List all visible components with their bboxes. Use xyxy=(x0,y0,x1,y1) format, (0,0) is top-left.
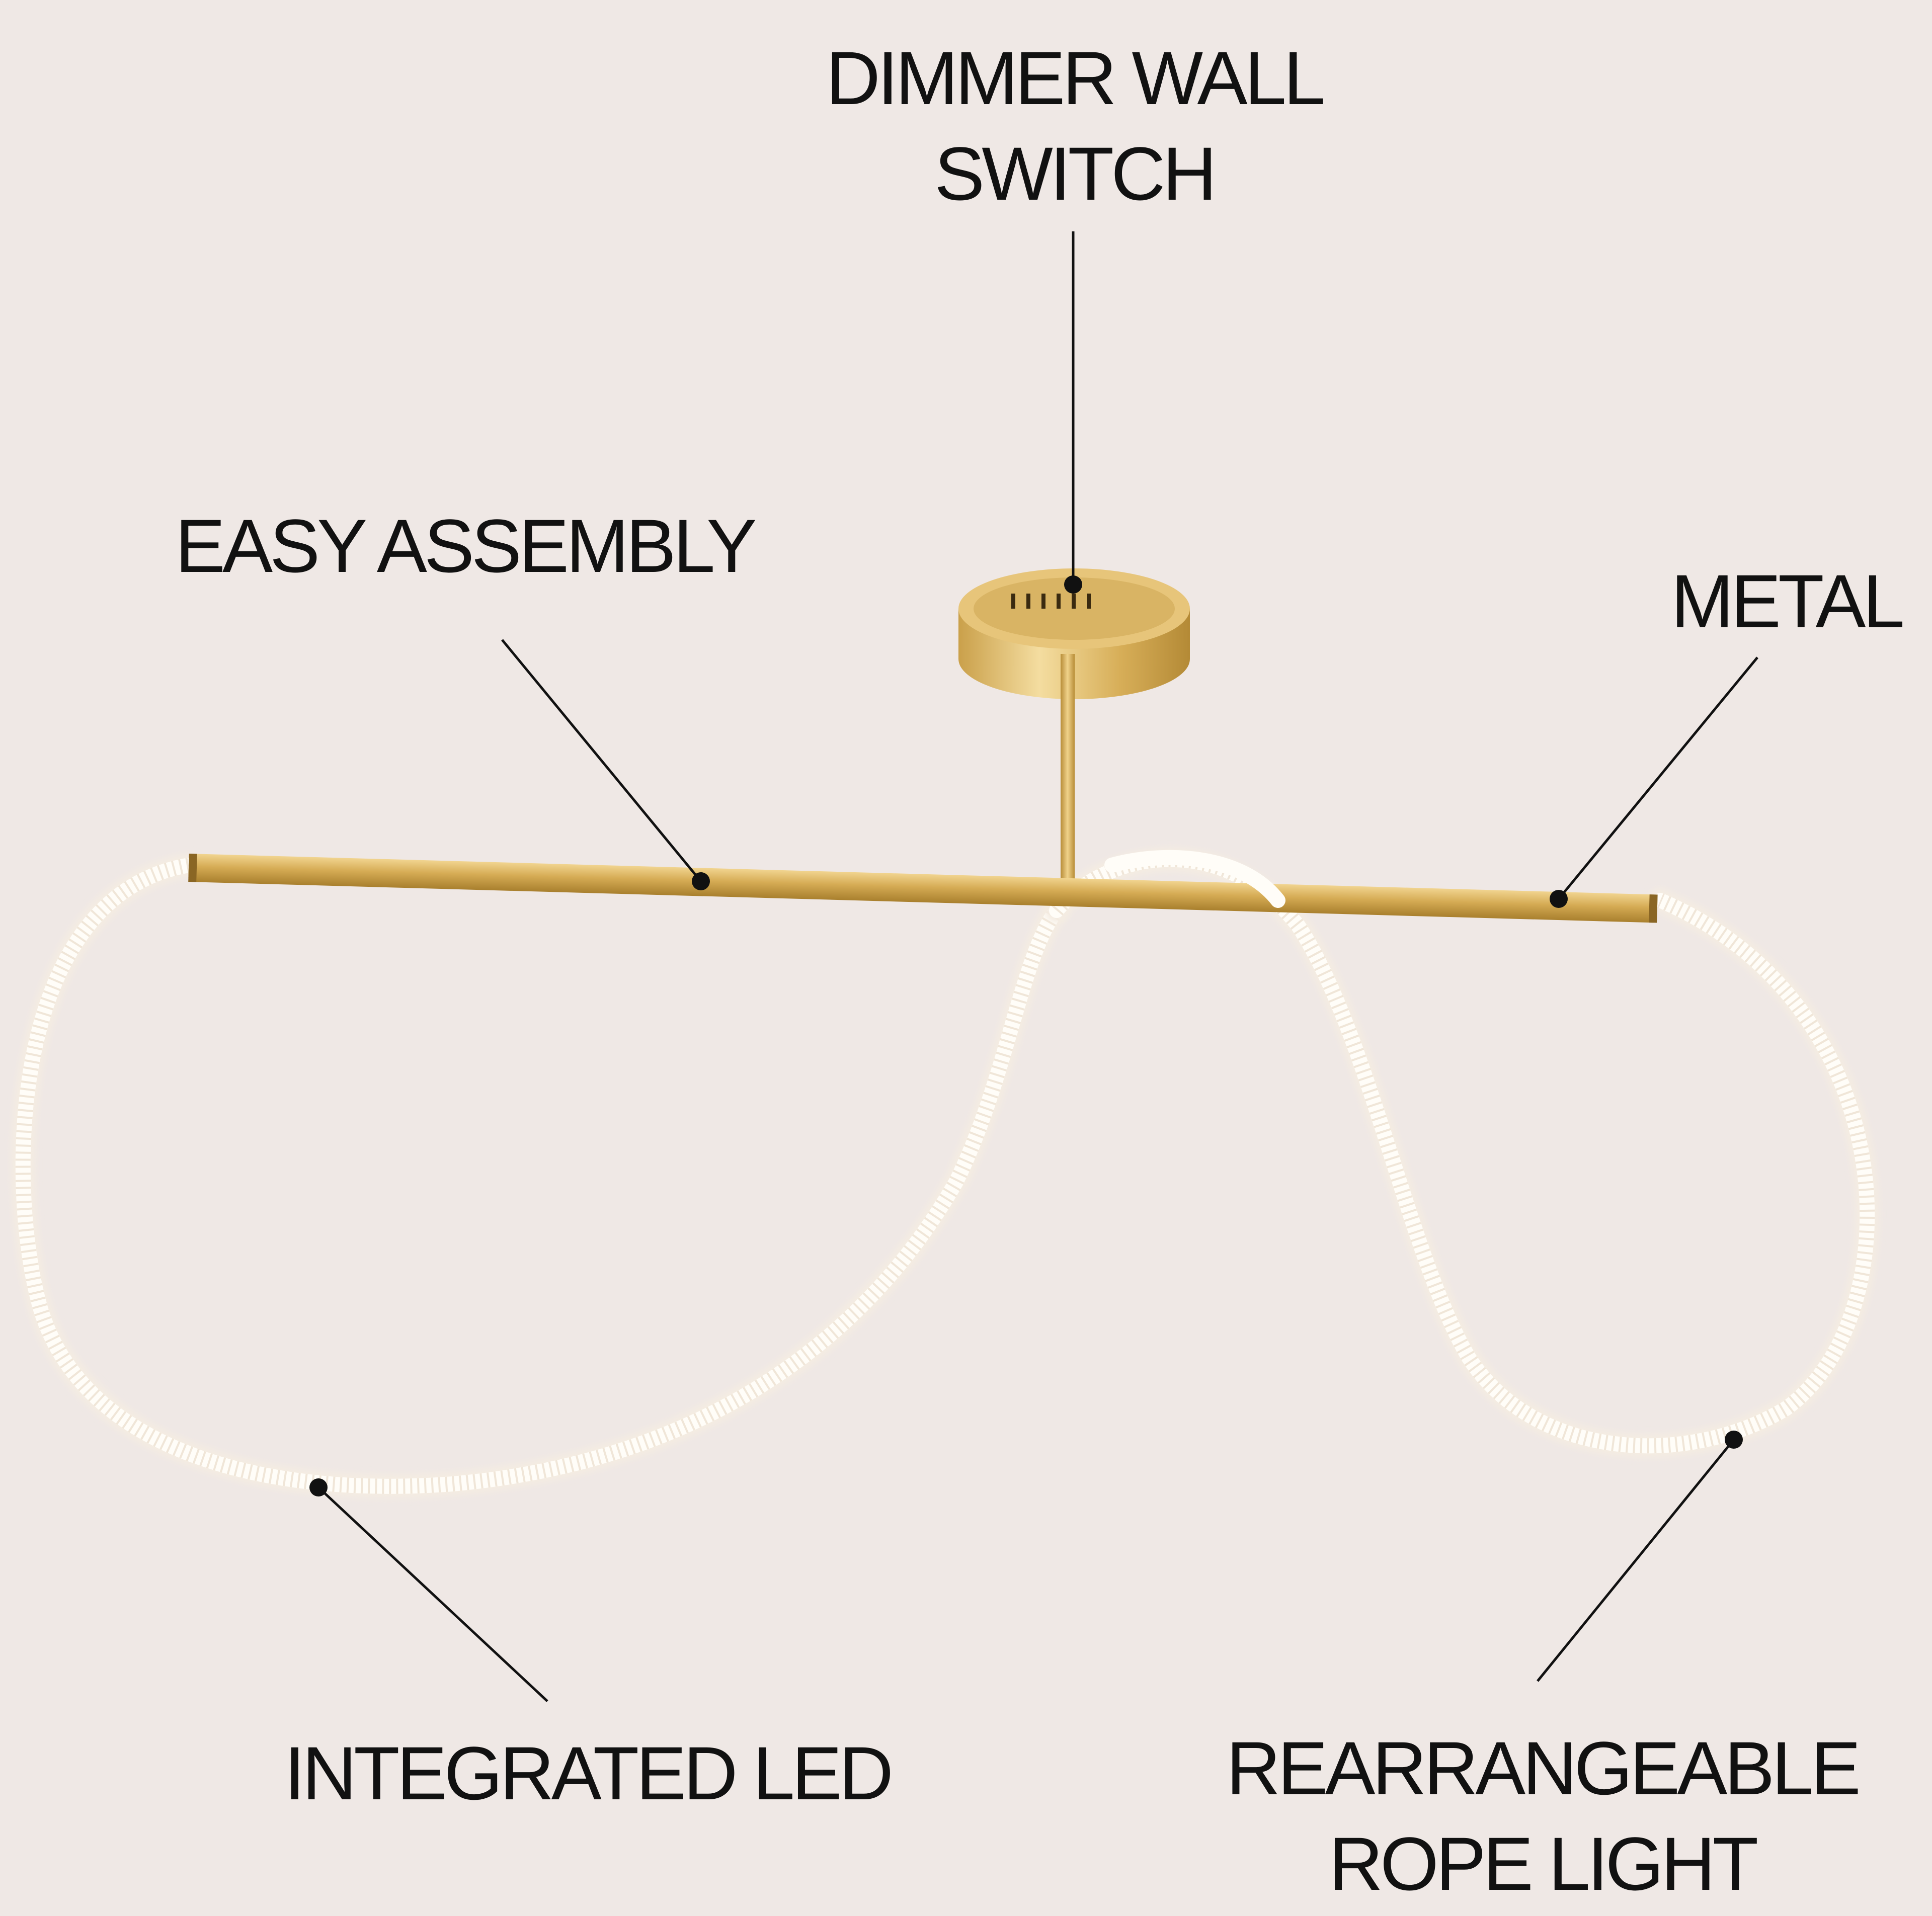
label-easy-assembly-text: EASY ASSEMBLY xyxy=(175,504,757,588)
rope-light-right xyxy=(1044,847,1880,1458)
label-dimmer-line1: DIMMER WALL xyxy=(826,36,1326,120)
callout-dots xyxy=(309,575,1743,1496)
label-dimmer-line2: SWITCH xyxy=(934,131,1217,216)
label-metal: METAL xyxy=(1560,553,1905,649)
label-dimmer-wall-switch: DIMMER WALL SWITCH xyxy=(760,30,1389,221)
dot-rope xyxy=(1725,1431,1743,1449)
leader-led xyxy=(317,1486,548,1702)
label-easy-assembly: EASY ASSEMBLY xyxy=(175,498,757,594)
rope-light-left xyxy=(11,853,1069,1498)
dot-assembly xyxy=(692,872,710,890)
label-rope-line2: ROPE LIGHT xyxy=(1328,1821,1759,1906)
dot-led xyxy=(309,1478,328,1496)
down-rod xyxy=(1061,654,1075,880)
rope-light-front xyxy=(1104,850,1285,908)
dot-dimmer xyxy=(1064,575,1082,594)
leader-rope xyxy=(1537,1439,1735,1682)
label-rearrangeable-rope-light: REARRANGEABLE ROPE LIGHT xyxy=(1172,1720,1912,1911)
brass-bar xyxy=(188,854,1658,923)
leader-assembly xyxy=(501,639,702,882)
switch-vents xyxy=(1011,594,1091,609)
label-metal-text: METAL xyxy=(1671,559,1905,643)
label-integrated-led: INTEGRATED LED xyxy=(284,1725,894,1821)
label-integrated-led-text: INTEGRATED LED xyxy=(284,1731,894,1815)
leader-metal xyxy=(1558,656,1758,900)
dot-metal xyxy=(1550,890,1568,908)
callout-lines xyxy=(317,231,1758,1702)
label-rope-line1: REARRANGEABLE xyxy=(1226,1726,1861,1810)
